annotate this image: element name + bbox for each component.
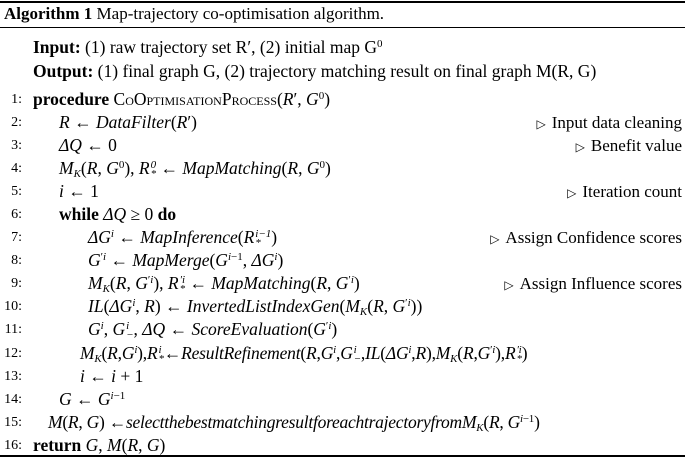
triangle-right-icon: ▷ (536, 117, 546, 131)
triangle-right-icon: ▷ (504, 278, 514, 292)
caption-label: Algorithm 1 (4, 4, 93, 23)
input-text: (1) raw trajectory set R′, (2) initial m… (80, 37, 378, 57)
algo-line: 9: MK(R, G′i), R′i* ← MapMatching(R, G′i… (0, 272, 685, 295)
line-number: 16: (4, 438, 22, 453)
line-code: ΔQ ← 0 (59, 135, 117, 155)
algo-line: 16: return G, M(R, G) (0, 434, 685, 457)
line-number: 3: (11, 138, 22, 153)
line-code: procedure CoOptimisationProcess(R′, G0) (33, 89, 331, 109)
triangle-right-icon: ▷ (575, 140, 585, 154)
output-text: (1) final graph G, (2) trajectory matchi… (93, 61, 597, 81)
line-code: M(R, G) ←selectthebestmatchingresultfore… (48, 412, 540, 434)
keyword-return: return (33, 435, 82, 455)
algo-line: 15: M(R, G) ←selectthebestmatchingresult… (0, 411, 685, 434)
line-number: 6: (11, 207, 22, 222)
algo-line: 2: R ← DataFilter(R′) ▷Input data cleani… (0, 111, 685, 134)
input-label: Input: (33, 37, 81, 57)
line-number: 13: (4, 369, 22, 384)
line-comment: ▷Iteration count (567, 182, 682, 201)
algo-line: 8: G′i ← MapMerge(Gi−1, ΔGi) (0, 249, 685, 272)
line-number: 9: (11, 276, 22, 291)
line-comment: ▷Assign Influence scores (504, 274, 682, 293)
line-code: G ← Gi−1 (59, 389, 126, 409)
line-code: return G, M(R, G) (33, 435, 166, 455)
output-line: Output: (1) final graph G, (2) trajector… (0, 60, 685, 83)
input-sup: 0 (377, 38, 383, 50)
line-number: 10: (4, 299, 22, 314)
line-code: R ← DataFilter(R′) (59, 112, 197, 132)
algo-line: 5: i ← 1 ▷Iteration count (0, 180, 685, 203)
line-number: 7: (11, 230, 22, 245)
algo-line: 14: G ← Gi−1 (0, 388, 685, 411)
line-comment: ▷Benefit value (575, 136, 682, 155)
line-number: 14: (4, 392, 22, 407)
caption-rule (0, 27, 685, 28)
line-code: i ← 1 (59, 181, 99, 201)
output-label: Output: (33, 61, 94, 81)
line-number: 11: (4, 322, 22, 337)
keyword-do: do (157, 204, 177, 224)
algo-line: 13: i ← i + 1 (0, 365, 685, 388)
caption-title: Map-trajectory co-optimisation algorithm… (96, 4, 385, 23)
line-code: G′i ← MapMerge(Gi−1, ΔGi) (88, 250, 284, 270)
top-rule (0, 1, 685, 3)
line-comment: ▷Input data cleaning (536, 113, 682, 132)
line-number: 12: (4, 346, 22, 361)
line-number: 1: (11, 92, 22, 107)
line-number: 15: (4, 415, 22, 430)
algo-line: 1: procedure CoOptimisationProcess(R′, G… (0, 88, 685, 111)
line-number: 2: (11, 115, 22, 130)
procedure-name: CoOptimisationProcess (113, 89, 277, 109)
keyword-while: while (59, 204, 99, 224)
input-line: Input: (1) raw trajectory set R′, (2) in… (0, 36, 685, 59)
line-comment: ▷Assign Confidence scores (490, 228, 682, 247)
triangle-right-icon: ▷ (490, 232, 500, 246)
keyword-procedure: procedure (33, 89, 110, 109)
algo-line: 6: while ΔQ ≥ 0 do (0, 203, 685, 226)
line-code: IL(ΔGi, R) ← InvertedListIndexGen(MK(R, … (88, 296, 423, 318)
line-number: 8: (11, 253, 22, 268)
line-code: i ← i + 1 (80, 366, 144, 386)
algo-line: 3: ΔQ ← 0 ▷Benefit value (0, 134, 685, 157)
line-number: 4: (11, 161, 22, 176)
line-number: 5: (11, 184, 22, 199)
algo-line: 10: IL(ΔGi, R) ← InvertedListIndexGen(MK… (0, 295, 685, 318)
bottom-rule (0, 455, 685, 457)
triangle-right-icon: ▷ (567, 186, 577, 200)
algorithm-caption: Algorithm 1 Map-trajectory co-optimisati… (4, 4, 384, 24)
line-code: MK(R, G′i), R′i* ← MapMatching(R, G′i) (88, 273, 360, 295)
line-code: while ΔQ ≥ 0 do (59, 204, 177, 224)
